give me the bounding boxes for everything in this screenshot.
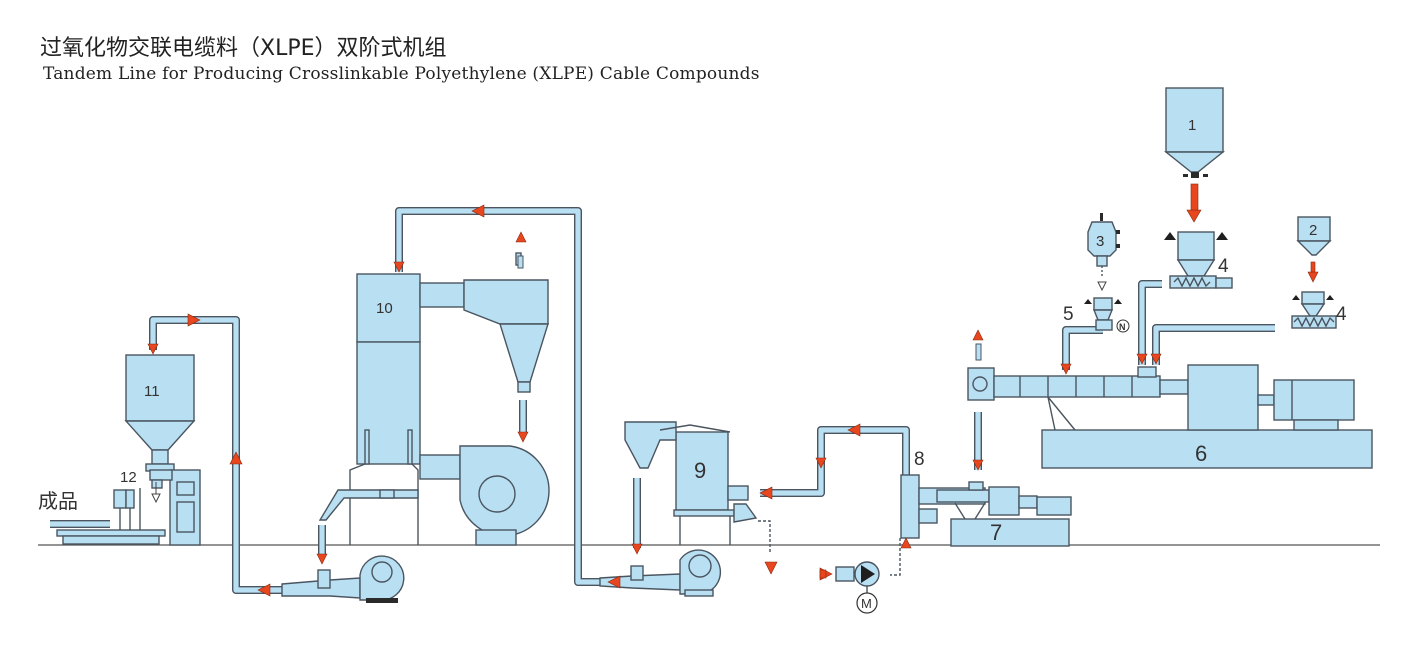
flow-arrow [900,537,912,549]
flow-arrow [972,459,984,471]
label-3: 3 [1096,233,1104,250]
title-chinese: 过氧化物交联电缆料（XLPE）双阶式机组 [40,36,447,61]
label-6: 6 [1195,441,1207,466]
hopper-1 [1164,87,1225,178]
label-10: 10 [376,300,393,317]
blower-under-9 [599,549,722,597]
nitrogen-label: N [1119,322,1126,332]
feeder-4-left [1164,231,1233,289]
flow-arrow [1060,363,1072,375]
label-8: 8 [914,449,925,470]
flow-arrow [759,486,773,500]
flow-arrow [471,204,485,218]
pipe-to-dryer-9 [760,426,910,497]
flow-arrow [515,231,527,243]
flow-arrow [631,543,643,555]
label-4-left: 4 [1218,256,1229,277]
flow-arrow [393,261,405,273]
flow-arrow [147,343,159,355]
flow-arrow [1136,353,1148,365]
label-11: 11 [144,383,160,400]
title-english: Tandem Line for Producing Crosslinkable … [43,64,760,84]
label-4-right: 4 [1336,304,1347,325]
packing-machine-12 [56,469,201,546]
label-1: 1 [1188,117,1196,134]
dryer-9 [624,421,771,552]
pipe-feed-5 [1062,326,1103,370]
motor-label: M [861,596,872,611]
pneumatic-pipes [149,207,1275,594]
hopper-3 [1087,213,1120,278]
hollow-arrows [151,255,1107,504]
flow-arrows [147,183,1319,597]
silo-11 [124,354,196,472]
flow-arrow [187,313,201,327]
twin-screw-extruder-6 [967,364,1373,469]
label-9: 9 [694,458,706,483]
label-12: 12 [120,469,137,486]
equipment-labels: 1 2 3 4 4 5 6 7 8 9 10 11 12 成品 M N [38,117,1347,611]
flow-arrow [517,431,529,443]
flow-arrow [1186,209,1202,223]
flow-arrow [972,329,984,341]
flow-arrow [607,575,621,589]
flow-arrow [1307,271,1319,283]
pipe-feed-4b [1152,324,1275,365]
tower-10 [318,252,550,546]
feeder-4-right [1291,291,1337,329]
label-2: 2 [1309,222,1317,239]
label-7: 7 [990,520,1002,545]
flow-arrow [229,451,243,465]
hopper-2 [1296,216,1332,256]
pelletizer-8 [835,474,986,614]
flow-arrow [316,553,328,565]
blower-under-10 [281,555,405,603]
flow-arrow [815,457,827,469]
feeder-5 [1084,297,1130,333]
label-5: 5 [1063,304,1074,325]
label-product: 成品 [38,489,78,513]
flow-arrow [764,561,778,575]
extruder-7 [936,481,1072,547]
flow-arrow [1150,353,1162,365]
flow-arrow [847,423,861,437]
flow-arrow [257,583,271,597]
